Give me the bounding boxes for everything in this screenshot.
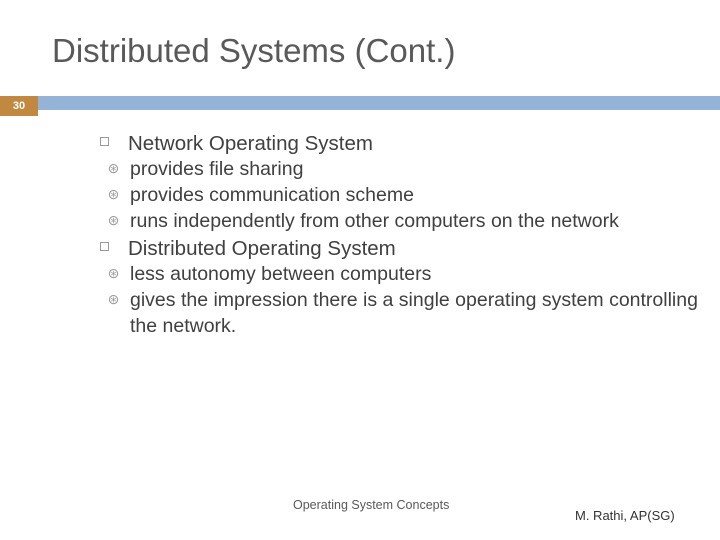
circled-asterisk-bullet-icon: ⊛: [107, 185, 120, 202]
square-bullet-icon: [100, 137, 109, 146]
title-divider-bar: 30: [0, 96, 720, 116]
list-item: ⊛ runs independently from other computer…: [98, 209, 698, 235]
list-item-label: gives the impression there is a single o…: [130, 288, 698, 337]
circled-asterisk-bullet-icon: ⊛: [107, 264, 120, 281]
slide-body: Network Operating System ⊛ provides file…: [98, 130, 698, 340]
list-item: Network Operating System: [98, 130, 698, 157]
list-item-label: provides communication scheme: [130, 183, 414, 206]
list-item-label: provides file sharing: [130, 158, 304, 181]
accent-bar: [0, 96, 720, 110]
list-item: ⊛ provides file sharing: [98, 157, 698, 183]
list-item-label: less autonomy between computers: [130, 262, 432, 285]
list-item: Distributed Operating System: [98, 235, 698, 262]
footer-right-text: M. Rathi, AP(SG): [575, 508, 675, 523]
list-item-label: runs independently from other computers …: [130, 209, 619, 232]
square-bullet-icon: [100, 241, 109, 251]
list-item: ⊛ less autonomy between computers: [98, 262, 698, 288]
page-title: Distributed Systems (Cont.): [52, 32, 456, 69]
circled-asterisk-bullet-icon: ⊛: [107, 290, 120, 307]
sub-list: ⊛ provides file sharing ⊛ provides commu…: [98, 157, 698, 235]
list-item: ⊛ gives the impression there is a single…: [98, 288, 698, 340]
list-item: ⊛ provides communication scheme: [98, 183, 698, 209]
slide-number-badge: 30: [0, 96, 38, 116]
circled-asterisk-bullet-icon: ⊛: [107, 211, 120, 228]
sub-list: ⊛ less autonomy between computers ⊛ give…: [98, 262, 698, 340]
list-item-label: Distributed Operating System: [128, 236, 396, 260]
footer-left-text: Operating System Concepts: [293, 498, 450, 512]
list-item-label: Network Operating System: [128, 132, 373, 155]
circled-asterisk-bullet-icon: ⊛: [107, 160, 120, 177]
